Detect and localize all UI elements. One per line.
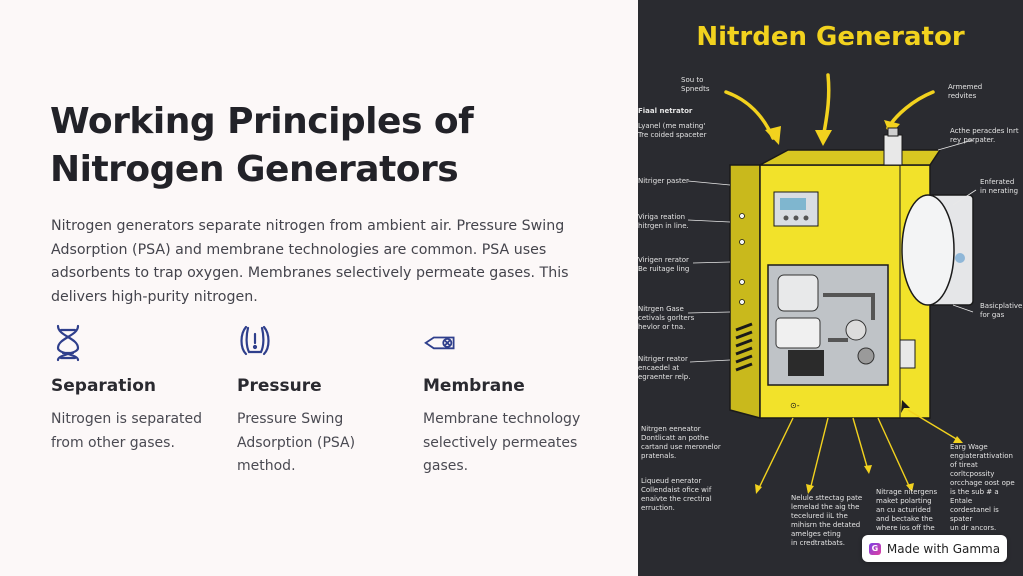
label-nelule: Nelule sttectag pate lemelad the aig the… [791, 494, 863, 547]
label-viriga-reation: Viriga reation hitrgen in line. [638, 213, 689, 230]
label-nitrgen-eeneator: Nitrgen eeneator Dontlicatt an pothe car… [641, 425, 721, 460]
label-armemed: Armemed redvites [948, 83, 983, 100]
card-membrane: Membrane Membrane technology selectively… [423, 322, 598, 474]
card-title: Separation [51, 376, 157, 396]
label-virigen-rerator: Virigen rerator Be ruitage ling [638, 256, 690, 273]
label-sou-spnedts: Sou to Spnedts [681, 76, 710, 93]
label-nitriger-reator: Nitriger reator encaedel at egraenter re… [638, 355, 691, 381]
card-description: Pressure Swing Adsorption (PSA) method. [237, 411, 356, 474]
label-enferated: Enferated in nerating [980, 178, 1019, 195]
card-title: Pressure [237, 376, 322, 396]
card-separation: Separation Nitrogen is separated from ot… [51, 322, 226, 451]
pressure-icon [237, 322, 273, 362]
card-description: Membrane technology selectively permeate… [423, 411, 581, 474]
svg-text:⊙-: ⊙- [790, 401, 800, 410]
illustration-title: Nitrden Generator [696, 22, 965, 52]
label-lyanel: Lyanel (me mating' Tre coided spaceter [638, 122, 707, 139]
text-panel: Working Principles of Nitrogen Generator… [50, 101, 598, 474]
label-earg-wage: Earg Wage engiaterattivation of tireat c… [950, 443, 1015, 532]
gamma-logo-icon: G [868, 542, 881, 555]
label-fiaal-netrator: Fiaal netrator [638, 107, 693, 115]
label-nitriger-paster: Nitriger paster [638, 177, 689, 185]
badge-label: Made with Gamma [886, 541, 1001, 556]
card-pressure: Pressure Pressure Swing Adsorption (PSA)… [237, 322, 412, 474]
illustration-panel: Nitrden Generator [638, 0, 1023, 576]
nitrogen-generator-illustration: ⊙- [687, 73, 977, 494]
label-basicplative: Basicplative for gas [980, 302, 1023, 319]
label-liqueud-enerator: Liqueud enerator Collendaist ofice wif e… [641, 477, 712, 512]
label-nitrgen-gase: Nitrgen Gase cetivals gorlters hevlor or… [638, 305, 695, 331]
membrane-icon [423, 322, 459, 362]
intro-paragraph: Nitrogen generators separate nitrogen fr… [51, 218, 569, 305]
label-acthe: Acthe peracdes lnrt rey perpater. [950, 127, 1019, 144]
dna-icon [51, 322, 87, 362]
label-nitrage-nitergens: Nitrage nitergens maket polarting an cu … [876, 488, 938, 541]
made-with-gamma-badge[interactable]: G Made with Gamma [862, 535, 1007, 562]
card-title: Membrane [423, 376, 525, 396]
slide-title: Working Principles of Nitrogen Generator… [50, 101, 474, 190]
card-description: Nitrogen is separated from other gases. [51, 411, 203, 451]
